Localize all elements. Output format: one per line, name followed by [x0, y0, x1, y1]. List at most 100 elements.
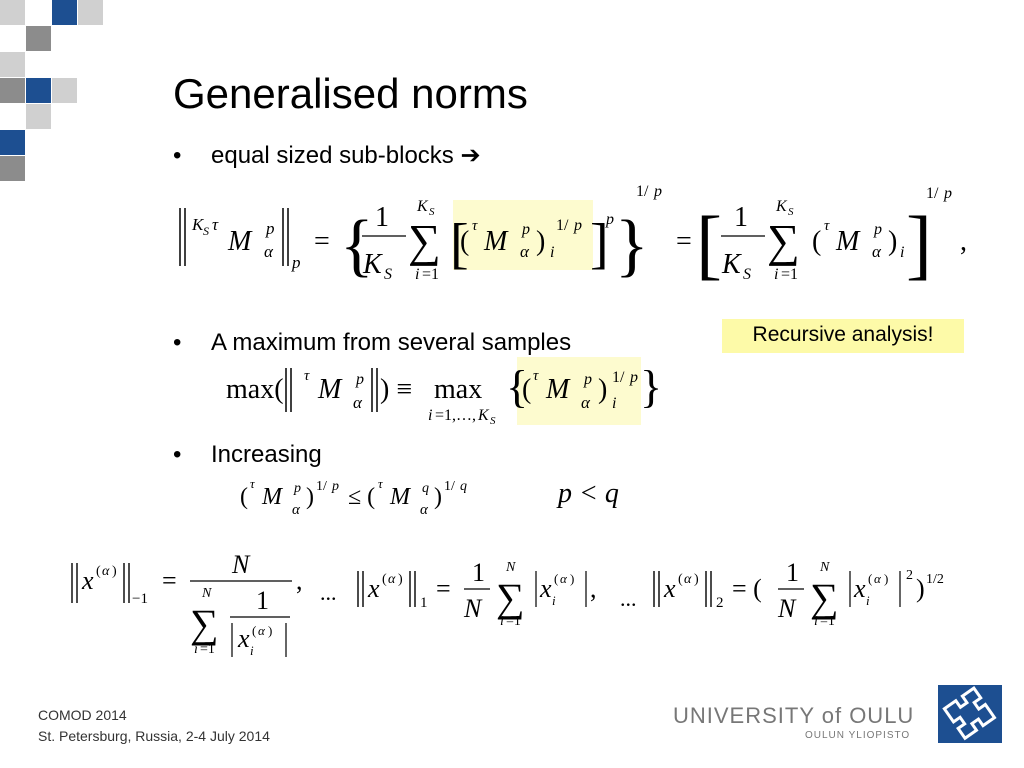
- svg-text:M: M: [261, 484, 284, 510]
- svg-text:x: x: [367, 574, 380, 603]
- svg-text:{: {: [506, 361, 528, 412]
- svg-text:]: ]: [590, 213, 609, 275]
- svg-text:}: }: [615, 207, 649, 284]
- svg-text:1/2: 1/2: [926, 572, 944, 587]
- svg-text:α: α: [420, 502, 429, 518]
- svg-text:p: p: [265, 219, 275, 238]
- svg-text:): ): [268, 623, 272, 638]
- svg-text:,: ,: [590, 574, 597, 603]
- svg-text:): ): [112, 564, 117, 579]
- svg-text:S: S: [788, 206, 794, 218]
- svg-text:[: [: [696, 200, 722, 287]
- svg-text:x: x: [81, 566, 94, 595]
- svg-text:x: x: [663, 574, 676, 603]
- svg-text:1: 1: [786, 558, 799, 587]
- svg-text:p: p: [943, 185, 952, 202]
- svg-text:p: p: [521, 221, 530, 238]
- callout-recursive-analysis: Recursive analysis!: [722, 319, 964, 353]
- svg-text:p: p: [653, 183, 662, 200]
- svg-text:i: i: [194, 642, 198, 657]
- svg-text:p: p: [355, 371, 364, 388]
- svg-text:α: α: [353, 393, 363, 412]
- svg-text:): ): [916, 574, 925, 603]
- formula-increasing: ( τ M pα ) 1/p ≤ ( τ M qα ) 1/q: [240, 476, 467, 518]
- svg-text:1: 1: [420, 595, 428, 611]
- highlight-box: [517, 357, 641, 425]
- svg-text:i: i: [550, 244, 554, 261]
- svg-text:(: (: [522, 374, 531, 405]
- svg-text:]: ]: [906, 200, 932, 287]
- svg-text:1/: 1/: [612, 369, 625, 386]
- svg-text:τ: τ: [533, 368, 539, 384]
- svg-text:}: }: [640, 361, 662, 412]
- svg-text:p: p: [573, 217, 582, 234]
- svg-text:∑: ∑: [190, 601, 219, 646]
- svg-text:M: M: [545, 374, 571, 405]
- svg-text:S: S: [429, 206, 435, 218]
- svg-text:x: x: [237, 624, 250, 653]
- svg-text:{: {: [340, 207, 374, 284]
- svg-text:p: p: [291, 253, 301, 272]
- svg-text:−1: −1: [132, 591, 148, 607]
- footer-event: COMOD 2014: [38, 707, 127, 723]
- svg-text:1/: 1/: [636, 183, 649, 200]
- svg-text:=: =: [314, 226, 330, 257]
- svg-text:i: i: [552, 593, 556, 608]
- svg-text:(: (: [554, 571, 558, 586]
- svg-text:S: S: [384, 266, 392, 283]
- svg-text:N: N: [505, 560, 516, 575]
- svg-text:τ: τ: [378, 476, 384, 491]
- svg-text:M: M: [317, 374, 343, 405]
- highlight-box: [453, 200, 593, 270]
- svg-text:=1: =1: [781, 266, 798, 283]
- svg-text:∑: ∑: [767, 215, 800, 266]
- svg-text:(: (: [460, 226, 469, 257]
- svg-text:) ≡: ) ≡: [380, 374, 412, 405]
- p-less-than-q: p < q: [558, 478, 619, 509]
- svg-text:K: K: [477, 407, 490, 424]
- svg-text:M: M: [835, 226, 861, 257]
- svg-text:=1: =1: [820, 614, 835, 629]
- svg-text:x: x: [539, 574, 552, 603]
- svg-text:α: α: [874, 571, 882, 586]
- svg-text:): ): [888, 226, 897, 257]
- svg-text:i: i: [415, 266, 419, 283]
- svg-text:i: i: [428, 407, 432, 424]
- svg-text:(: (: [382, 572, 387, 587]
- slide-title: Generalised norms: [173, 70, 528, 117]
- svg-text:(: (: [678, 572, 683, 587]
- svg-text:≤ (: ≤ (: [348, 484, 375, 510]
- bullet-maximum-samples: •A maximum from several samples: [173, 329, 572, 356]
- svg-text:=: =: [436, 574, 451, 603]
- svg-text:,: ,: [296, 566, 303, 595]
- university-subname: OULUN YLIOPISTO: [805, 730, 911, 741]
- svg-text:i: i: [250, 643, 254, 658]
- svg-text:[: [: [450, 213, 469, 275]
- svg-text:S: S: [203, 224, 209, 238]
- svg-text:K: K: [775, 198, 788, 215]
- svg-text:M: M: [389, 484, 412, 510]
- svg-text:α: α: [388, 572, 396, 587]
- svg-text:q: q: [422, 481, 429, 496]
- svg-text:): ): [398, 572, 403, 587]
- svg-text:∑: ∑: [810, 575, 839, 620]
- svg-text:α: α: [264, 242, 274, 261]
- svg-text:N: N: [819, 560, 830, 575]
- svg-text:): ): [570, 571, 574, 586]
- svg-text:i: i: [500, 614, 504, 629]
- university-name: UNIVERSITY of OULU: [673, 703, 915, 728]
- svg-text:α: α: [560, 571, 568, 586]
- svg-text:max(: max(: [226, 374, 284, 405]
- ellipsis-2: ...: [620, 586, 637, 611]
- svg-text:=1: =1: [200, 642, 215, 657]
- ellipsis-1: ...: [320, 580, 337, 605]
- svg-text:): ): [306, 484, 314, 510]
- svg-text:2: 2: [716, 595, 724, 611]
- svg-text:=1: =1: [506, 614, 521, 629]
- svg-text:τ: τ: [472, 218, 478, 234]
- svg-text:p: p: [629, 369, 638, 386]
- formula-norm-examples: x (α) −1 = N N ∑ i=1 1 x (α) i , x (α) 1…: [71, 550, 944, 658]
- svg-text:=1,…,: =1,…,: [435, 407, 476, 424]
